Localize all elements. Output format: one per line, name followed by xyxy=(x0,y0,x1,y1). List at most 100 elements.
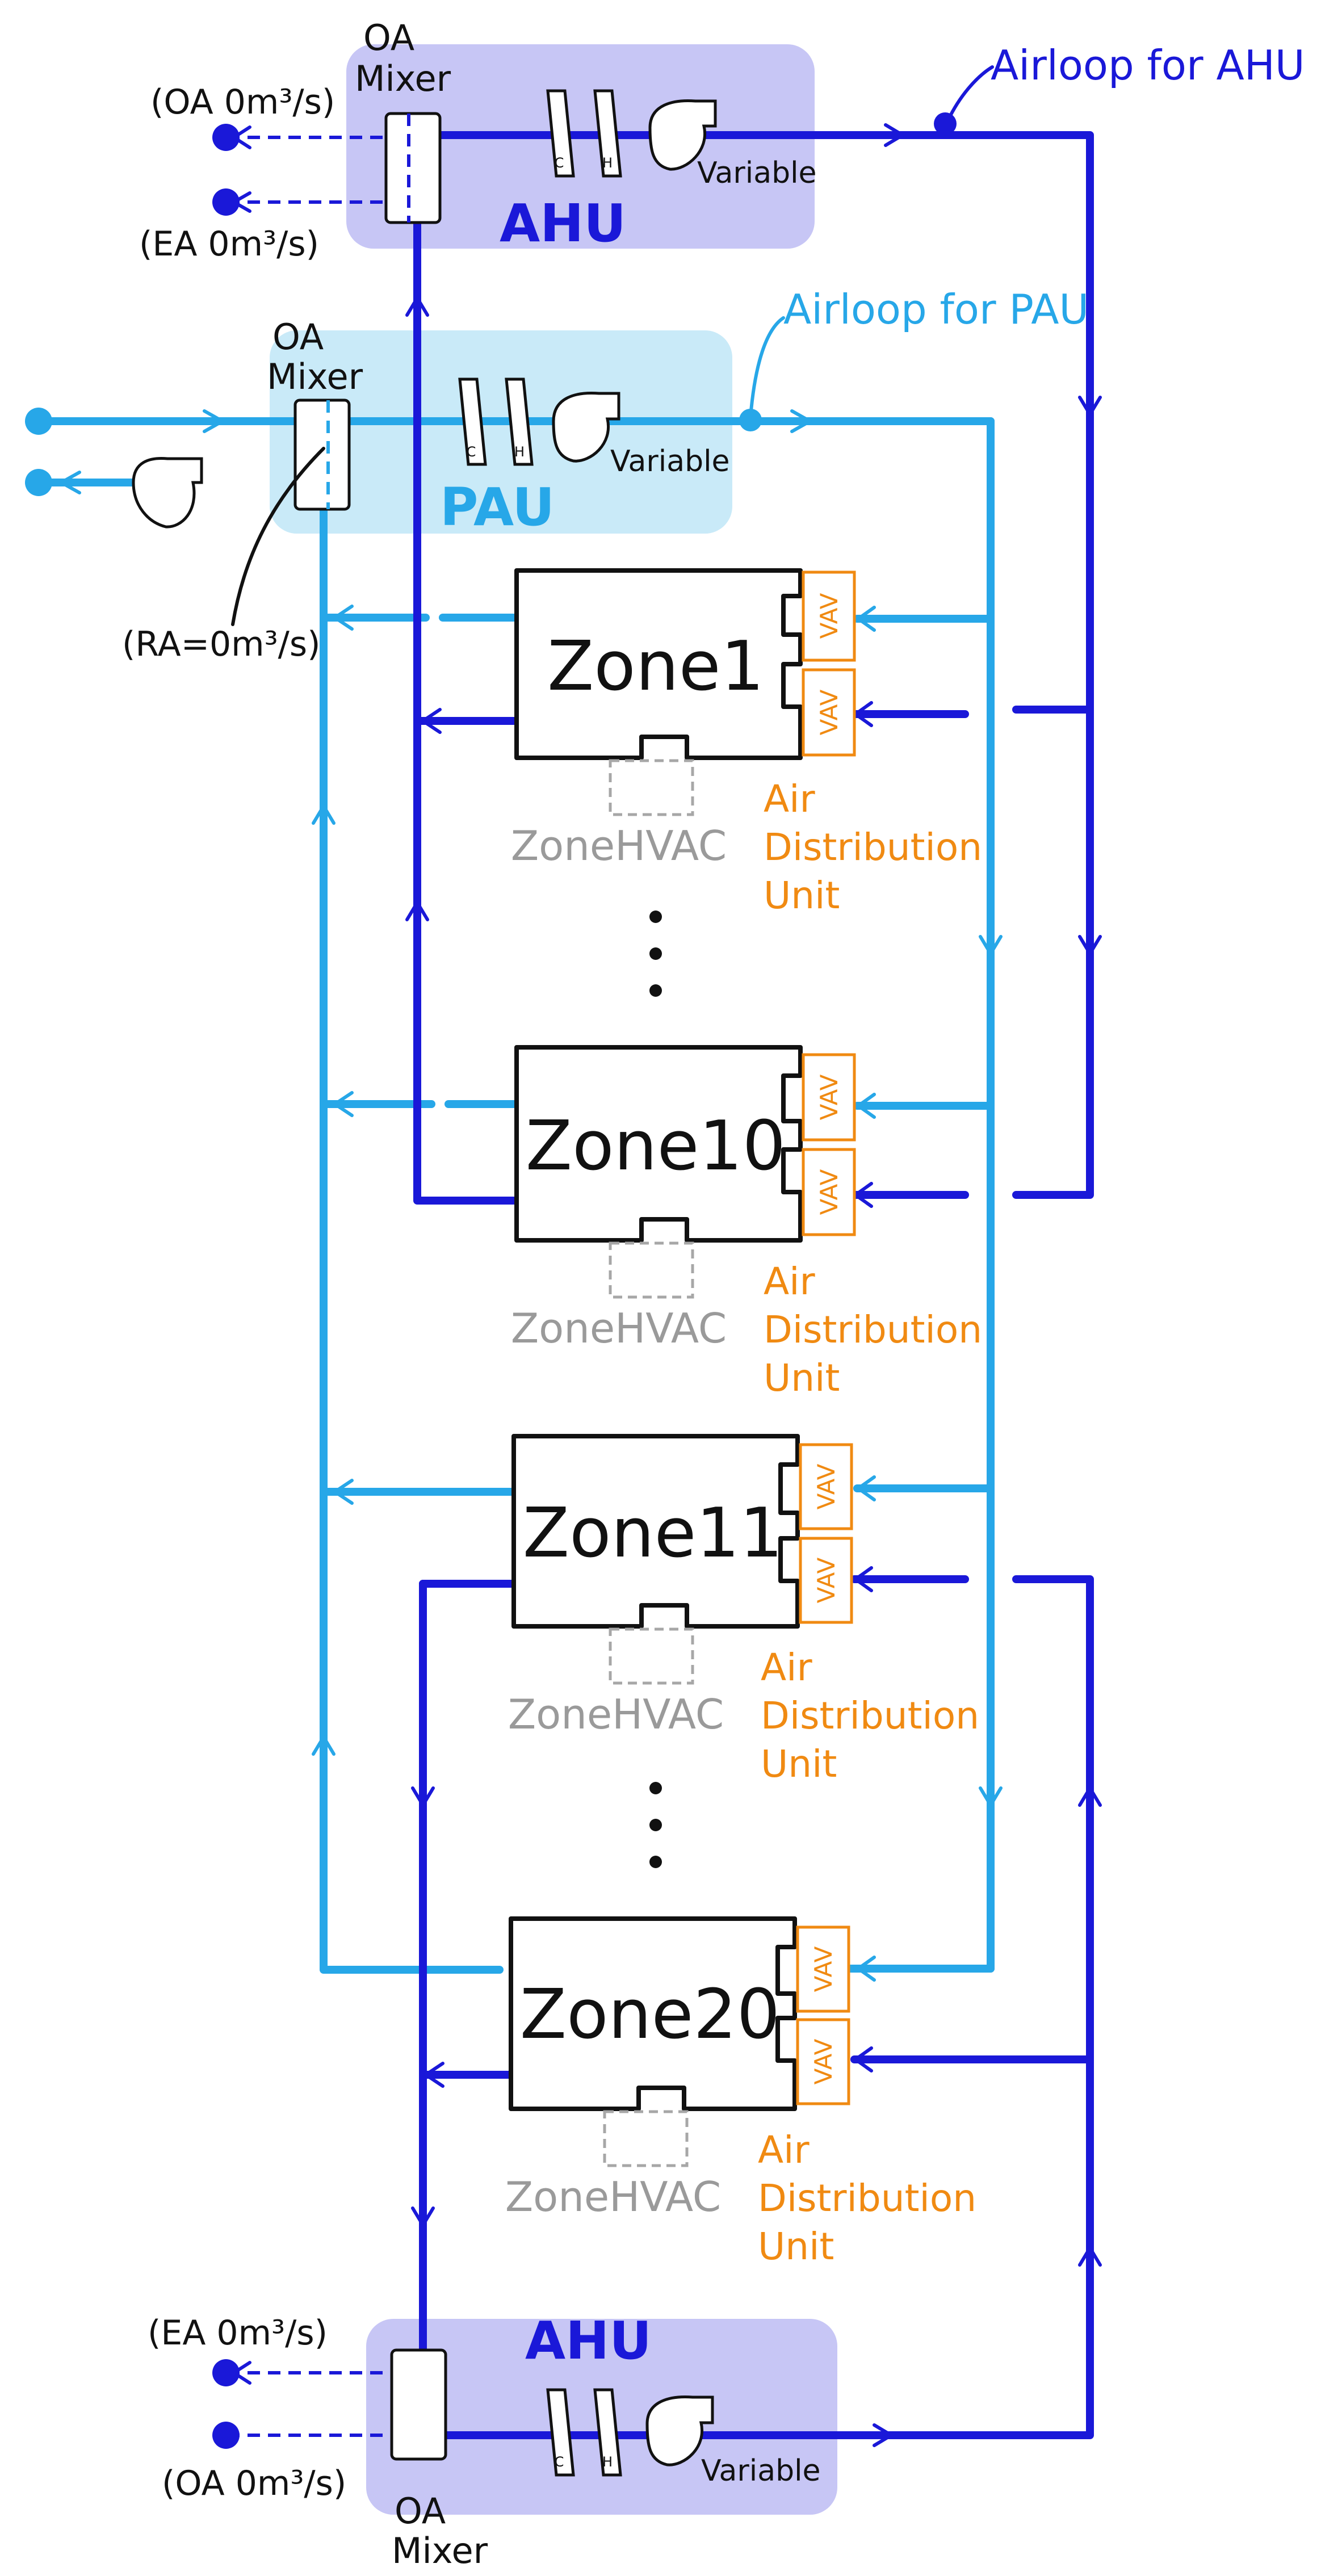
svg-text:H: H xyxy=(602,2454,613,2470)
svg-text:C: C xyxy=(467,444,476,460)
ahu-bottom-title: AHU xyxy=(525,2310,652,2371)
zone-10-adu-line-2: Distribution xyxy=(764,1308,982,1352)
zone-1-vav-2: VAV xyxy=(802,668,856,757)
ahu-bottom-ea-flow: (EA 0m³/s) xyxy=(148,2313,328,2353)
zone-11-label: Zone11 xyxy=(523,1494,783,1573)
ahu-bottom-airloop-lines xyxy=(227,1575,1094,2439)
zone-11-adu-line-1: Air xyxy=(761,1646,812,1689)
ahu-bottom-heating-coil: H xyxy=(593,2388,622,2477)
zone-20-adu-line-1: Air xyxy=(758,2128,810,2172)
ahu-top-ea-flow: (EA 0m³/s) xyxy=(139,224,319,264)
zone-1-zonehvac-box xyxy=(609,759,694,816)
zone-20-vav-1: VAV xyxy=(796,1925,850,2013)
zone-10-zonehvac-label: ZoneHVAC xyxy=(511,1304,727,1352)
zone-11: Zone11 ZoneHVAC VAV VAV Air Distribution… xyxy=(508,1434,979,1786)
ahu-top-heating-coil: H xyxy=(593,89,622,178)
ahu-top-mixer-label-2: Mixer xyxy=(355,58,451,99)
pau-ra-flow: (RA=0m³/s) xyxy=(122,624,321,664)
ahu-top-oa-flow: (OA 0m³/s) xyxy=(150,82,335,122)
zone-1-vav-1: VAV xyxy=(802,570,856,662)
ahu-bottom-fan xyxy=(645,2395,714,2466)
ahu-top-oa-mixer xyxy=(384,112,442,224)
ahu-airloop-node xyxy=(934,112,957,135)
svg-text:VAV: VAV xyxy=(812,1557,840,1603)
svg-text:C: C xyxy=(555,2454,564,2470)
pau-box xyxy=(270,330,732,534)
zone-11-box xyxy=(511,1434,800,1629)
ahu-bottom-fan-label: Variable xyxy=(701,2454,821,2488)
svg-text:VAV: VAV xyxy=(815,1169,843,1215)
ahu-bottom-oa-flow: (OA 0m³/s) xyxy=(162,2464,346,2503)
svg-text:C: C xyxy=(555,155,564,171)
zone-1-adu-line-3: Unit xyxy=(764,874,840,917)
pau-oa-mixer xyxy=(293,398,351,511)
ahu-top-box xyxy=(346,44,815,249)
ahu-top-ea-dot xyxy=(212,188,240,216)
zone-1: Zone1 ZoneHVAC VAV VAV Air Distribution … xyxy=(511,568,982,917)
pau-fan-label: Variable xyxy=(610,444,730,479)
pau-equipment: C H xyxy=(132,377,620,528)
ahu-airloop-leader xyxy=(946,65,994,122)
pau-fan xyxy=(552,392,620,463)
zone-20-adu-line-2: Distribution xyxy=(758,2176,976,2220)
svg-text:VAV: VAV xyxy=(810,2038,837,2084)
ahu-bottom-cooling-coil: C xyxy=(546,2388,575,2477)
pau-oa-inlet-dot xyxy=(25,408,52,435)
zone-20-label: Zone20 xyxy=(520,1975,780,2054)
pau-airloop-label: Airloop for PAU xyxy=(783,286,1089,333)
svg-text:VAV: VAV xyxy=(815,593,843,639)
zone-20: Zone20 ZoneHVAC VAV VAV Air Distribution… xyxy=(505,1916,976,2268)
zone-10-vav-1: VAV xyxy=(802,1053,856,1142)
ahu-top-title: AHU xyxy=(500,193,626,254)
zone-1-adu-line-1: Air xyxy=(764,777,815,821)
pau-flow-arrows xyxy=(60,409,1003,1982)
pau-airloop-leader xyxy=(749,316,785,419)
zone-1-zonehvac-label: ZoneHVAC xyxy=(511,822,727,870)
zone-11-adu-line-2: Distribution xyxy=(761,1694,979,1738)
pau-ea-outlet-dot xyxy=(25,469,52,496)
ahu-bottom-equipment: C H xyxy=(390,2348,714,2477)
ahu-bottom-oa-dot xyxy=(212,2422,240,2449)
svg-text:VAV: VAV xyxy=(810,1946,837,1992)
pau-airloop-node xyxy=(739,409,762,431)
pau-mixer-label-2: Mixer xyxy=(267,356,363,397)
pau-exhaust-fan xyxy=(132,457,203,528)
zone-20-box xyxy=(509,1916,797,2111)
zone-ellipsis-1 xyxy=(649,911,662,997)
zone-10-adu-line-3: Unit xyxy=(764,1356,840,1400)
zone-10: Zone10 ZoneHVAC VAV VAV Air Distribution… xyxy=(511,1045,982,1400)
ahu-bottom-ea-dot xyxy=(212,2359,240,2386)
zone-10-box xyxy=(514,1045,803,1243)
ahu-top-equipment: C H xyxy=(384,89,717,224)
zone-11-adu-line-3: Unit xyxy=(761,1742,837,1786)
zone-11-vav-1: VAV xyxy=(799,1443,853,1530)
pau-heating-coil: H xyxy=(505,377,534,466)
ahu-top-fan xyxy=(648,99,717,171)
ahu-airloop-label: Airloop for AHU xyxy=(991,41,1305,89)
zone-1-label: Zone1 xyxy=(547,627,764,706)
zone-1-box xyxy=(514,568,803,760)
svg-text:VAV: VAV xyxy=(815,1074,843,1120)
zone-20-adu-line-3: Unit xyxy=(758,2225,834,2268)
pau-title: PAU xyxy=(440,477,555,538)
zone-10-label: Zone10 xyxy=(526,1107,786,1186)
svg-text:H: H xyxy=(602,155,613,171)
ahu-top-fan-label: Variable xyxy=(697,156,817,190)
zone-20-zonehvac-box xyxy=(603,2110,689,2167)
ahu-top-oa-dot xyxy=(212,124,240,151)
zone-11-zonehvac-label: ZoneHVAC xyxy=(508,1690,724,1738)
ahu-bottom-mixer-label-1: OA xyxy=(395,2490,446,2532)
zone-10-adu-line-1: Air xyxy=(764,1260,815,1303)
zone-20-vav-2: VAV xyxy=(796,2018,850,2105)
zone-20-zonehvac-label: ZoneHVAC xyxy=(505,2173,721,2221)
zone-10-zonehvac-box xyxy=(609,1241,694,1299)
ahu-bottom-mixer-label-2: Mixer xyxy=(392,2530,488,2571)
svg-text:H: H xyxy=(514,444,525,460)
zone-11-vav-2: VAV xyxy=(799,1537,853,1624)
ahu-top-mixer-label-1: OA xyxy=(363,17,414,58)
pau-ra-leader xyxy=(231,447,325,626)
pau-mixer-label-1: OA xyxy=(272,316,324,358)
zone-ellipsis-2 xyxy=(649,1782,662,1868)
ahu-top-cooling-coil: C xyxy=(546,89,575,178)
